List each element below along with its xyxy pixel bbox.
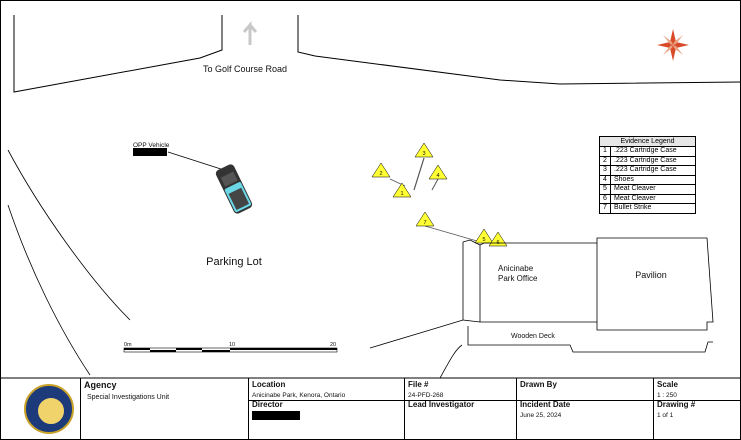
office-label-line2: Park Office bbox=[498, 274, 538, 283]
legend-row: 1.223 Cartridge Case bbox=[600, 147, 695, 157]
legend-item-text: Shoes bbox=[614, 175, 634, 183]
lot-curve-right bbox=[369, 319, 464, 349]
director-header: Director bbox=[252, 400, 283, 409]
evidence-marker-6: 6 bbox=[488, 231, 508, 247]
evidence-marker-7: 7 bbox=[415, 211, 435, 227]
agency-header: Agency bbox=[84, 380, 117, 390]
svg-text:3: 3 bbox=[422, 151, 425, 157]
marker-3-leader bbox=[413, 157, 425, 191]
marker-7-leader bbox=[424, 225, 485, 244]
legend-row: 3.223 Cartridge Case bbox=[600, 166, 695, 176]
agency-value: Special Investigations Unit bbox=[87, 394, 170, 401]
legend-item-number: 2 bbox=[600, 156, 611, 165]
lot-curve-left bbox=[7, 149, 131, 321]
legend-item-number: 5 bbox=[600, 185, 611, 194]
wooden-deck-outline bbox=[467, 326, 713, 353]
lead-investigator-header: Lead Investigator bbox=[408, 400, 475, 409]
svg-text:2: 2 bbox=[379, 171, 382, 177]
legend-title: Evidence Legend bbox=[600, 137, 695, 147]
road-right-edge bbox=[297, 15, 741, 85]
scale-value: 1 : 250 bbox=[657, 392, 677, 399]
building-outline bbox=[462, 237, 714, 331]
drawn-by-header: Drawn By bbox=[520, 380, 557, 389]
scale-bar: 0m 10 20 bbox=[123, 342, 338, 353]
legend-item-text: Meat Cleaver bbox=[614, 185, 656, 192]
legend-item-text: .223 Cartridge Case bbox=[614, 156, 677, 164]
file-header: File # bbox=[408, 380, 429, 389]
pavilion-label: Pavilion bbox=[635, 270, 667, 280]
vehicle-label: OPP Vehicle bbox=[133, 142, 170, 149]
file-value: 24-PFD-268 bbox=[408, 392, 444, 399]
legend-item-number: 6 bbox=[600, 194, 611, 203]
scale-header: Scale bbox=[657, 380, 678, 389]
compass-rose-icon bbox=[657, 29, 689, 61]
lot-curve-right-2 bbox=[439, 344, 463, 379]
legend-item-text: Meat Cleaver bbox=[614, 194, 656, 202]
incident-date-value: June 25, 2024 bbox=[520, 412, 562, 419]
agency-seal bbox=[24, 384, 74, 434]
director-redaction bbox=[252, 411, 300, 420]
incident-date-header: Incident Date bbox=[520, 400, 571, 409]
office-left-wall bbox=[462, 242, 481, 323]
legend-item-text: .223 Cartridge Case bbox=[614, 166, 677, 173]
road-left-edge bbox=[13, 15, 223, 93]
legend-row: 2.223 Cartridge Case bbox=[600, 156, 695, 166]
svg-text:4: 4 bbox=[436, 173, 439, 179]
vehicle-pointer-line bbox=[167, 151, 225, 171]
lot-curve-left-2 bbox=[7, 204, 91, 376]
svg-text:1: 1 bbox=[400, 191, 403, 197]
deck-label: Wooden Deck bbox=[511, 333, 555, 340]
svg-text:5: 5 bbox=[482, 237, 485, 243]
vehicle-redaction bbox=[133, 148, 167, 156]
legend-item-text: Bullet Strike bbox=[614, 204, 652, 211]
legend-item-number: 1 bbox=[600, 147, 611, 156]
drawing-number-header: Drawing # bbox=[657, 400, 696, 409]
legend-item-number: 4 bbox=[600, 175, 611, 184]
scale-tick-10: 10 bbox=[229, 342, 235, 348]
opp-vehicle bbox=[215, 164, 253, 214]
legend-item-number: 3 bbox=[600, 166, 611, 175]
legend-item-number: 7 bbox=[600, 204, 611, 213]
evidence-marker-2: 2 bbox=[371, 162, 391, 178]
legend-item-text: .223 Cartridge Case bbox=[614, 147, 677, 154]
evidence-marker-4: 4 bbox=[428, 164, 448, 180]
road-label: To Golf Course Road bbox=[203, 64, 287, 74]
title-block: Agency Special Investigations Unit Locat… bbox=[0, 378, 741, 440]
evidence-marker-1: 1 bbox=[392, 182, 412, 198]
scale-tick-20: 20 bbox=[330, 342, 336, 348]
office-label-line1: Anicinabe bbox=[498, 264, 534, 273]
location-header: Location bbox=[252, 380, 286, 389]
drawing-number-value: 1 of 1 bbox=[657, 412, 674, 419]
evidence-marker-3: 3 bbox=[414, 142, 434, 158]
marker-4-leader bbox=[431, 178, 439, 191]
north-direction-arrow bbox=[242, 20, 258, 45]
scale-tick-0: 0m bbox=[124, 342, 132, 348]
evidence-marker-5: 5 bbox=[474, 228, 494, 244]
parking-lot-label: Parking Lot bbox=[206, 256, 262, 268]
svg-text:7: 7 bbox=[423, 220, 426, 226]
location-value: Anicinabe Park, Kenora, Ontario bbox=[252, 392, 346, 399]
